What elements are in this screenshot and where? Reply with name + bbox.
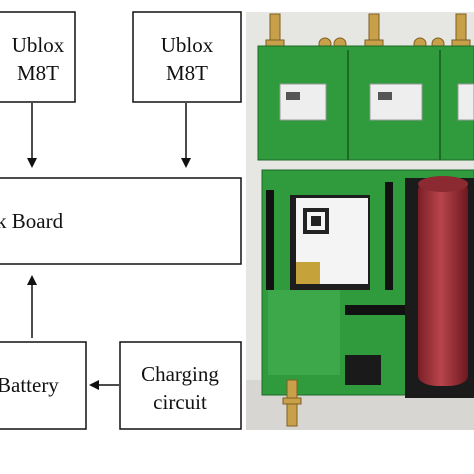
ublox-right-line2: M8T (166, 61, 208, 85)
board-label: k Board (0, 209, 64, 233)
battery-cell-icon (405, 176, 474, 398)
bottom-sma-icon (282, 379, 302, 427)
sma-connector-icons (265, 13, 471, 51)
gnss-module-icons (279, 83, 474, 121)
charging-circuit-box: Charging circuit (119, 341, 242, 430)
ublox-left-line2: M8T (17, 61, 59, 85)
board-box: k Board (0, 177, 242, 265)
ublox-right-line1: Ublox (161, 33, 214, 57)
charging-line1: Charging (141, 362, 219, 386)
battery-label: Battery (0, 373, 59, 397)
ublox-m8t-box-left: Ublox M8T (0, 11, 76, 103)
charging-line2: circuit (153, 390, 207, 414)
pin-header-icons (266, 182, 405, 385)
wireless-module-icon (290, 195, 370, 290)
battery-box: Battery (0, 341, 87, 430)
hardware-photo (246, 12, 474, 430)
ublox-m8t-box-right: Ublox M8T (132, 11, 242, 103)
ublox-left-line1: Ublox (12, 33, 65, 57)
